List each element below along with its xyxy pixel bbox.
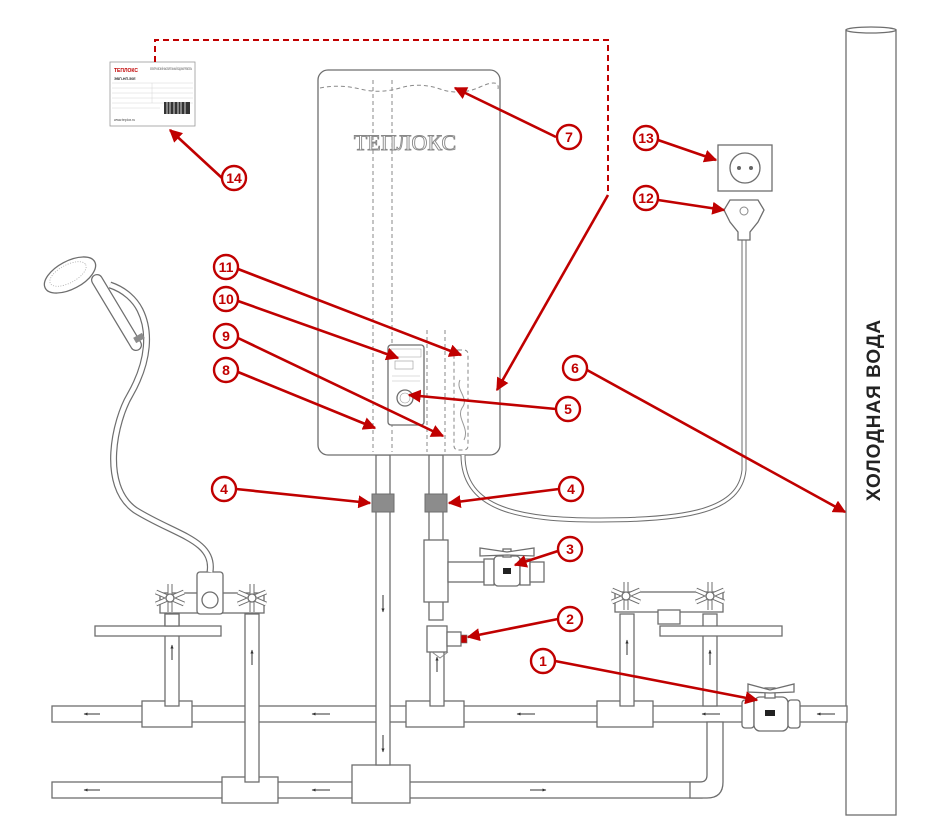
- svg-text:3: 3: [566, 541, 574, 557]
- callout-13: 13: [632, 124, 660, 152]
- svg-text:8: 8: [222, 362, 230, 378]
- power-supply: [460, 144, 773, 523]
- callout-leaders: [169, 86, 847, 705]
- main-shutoff-valve: [741, 683, 801, 732]
- plate-model: ЭВП-НП-50Е: [114, 77, 136, 81]
- vertical-pipes: [164, 454, 718, 783]
- safety-valve: [426, 625, 468, 659]
- cold-water-riser: ХОЛОДНАЯ ВОДА: [845, 26, 897, 816]
- left-mixer: [94, 571, 267, 637]
- callout-9: 9: [212, 322, 240, 350]
- callout-12: 12: [632, 184, 660, 212]
- shower-set: [43, 256, 214, 573]
- plate-link-dashed: [154, 39, 609, 195]
- svg-text:13: 13: [638, 130, 654, 146]
- svg-text:4: 4: [567, 481, 575, 497]
- callout-4-right: 4: [557, 475, 585, 503]
- svg-text:1: 1: [539, 653, 547, 669]
- callout-14: 14: [220, 164, 248, 192]
- wall-label: ХОЛОДНАЯ ВОДА: [864, 319, 885, 501]
- svg-text:10: 10: [218, 291, 234, 307]
- callout-11: 11: [212, 253, 240, 281]
- svg-text:5: 5: [564, 401, 572, 417]
- socket: [717, 144, 773, 192]
- svg-text:14: 14: [226, 170, 242, 186]
- svg-text:11: 11: [219, 259, 234, 275]
- callout-4-left: 4: [210, 475, 238, 503]
- rating-plate: ТЕПЛОКС ЭЛЕКТРИЧЕСКИЙ НАКОПИТЕЛЬНЫЙ ВОДО…: [109, 61, 196, 127]
- callout-8: 8: [212, 356, 240, 384]
- svg-text:7: 7: [565, 129, 573, 145]
- plate-title: ЭЛЕКТРИЧЕСКИЙ НАКОПИТЕЛЬНЫЙ ВОДОНАГРЕВАТ…: [150, 67, 192, 71]
- right-mixer: [611, 582, 783, 637]
- plug: [723, 199, 765, 241]
- drain-valve: [447, 547, 545, 587]
- dielectric-coupling-hot: [371, 493, 395, 513]
- svg-text:2: 2: [566, 611, 574, 627]
- callout-3: 3: [556, 535, 584, 563]
- svg-text:12: 12: [638, 190, 654, 206]
- flow-arrows: [83, 595, 835, 792]
- svg-text:9: 9: [222, 328, 230, 344]
- callout-2: 2: [556, 605, 584, 633]
- callout-7: 7: [555, 123, 583, 151]
- dielectric-coupling-cold: [424, 493, 448, 513]
- plate-site: www.teplox.ru: [114, 118, 135, 122]
- plate-brand: ТЕПЛОКС: [114, 68, 138, 74]
- svg-text:6: 6: [571, 360, 579, 376]
- thermostat-knob: [396, 389, 414, 407]
- svg-text:4: 4: [220, 481, 228, 497]
- heater-brand: ТЕПЛОКС: [354, 130, 456, 155]
- callout-5: 5: [554, 395, 582, 423]
- callout-6: 6: [561, 354, 589, 382]
- water-heater: ТЕПЛОКС: [317, 69, 501, 456]
- callout-1: 1: [529, 647, 557, 675]
- callout-10: 10: [212, 285, 240, 313]
